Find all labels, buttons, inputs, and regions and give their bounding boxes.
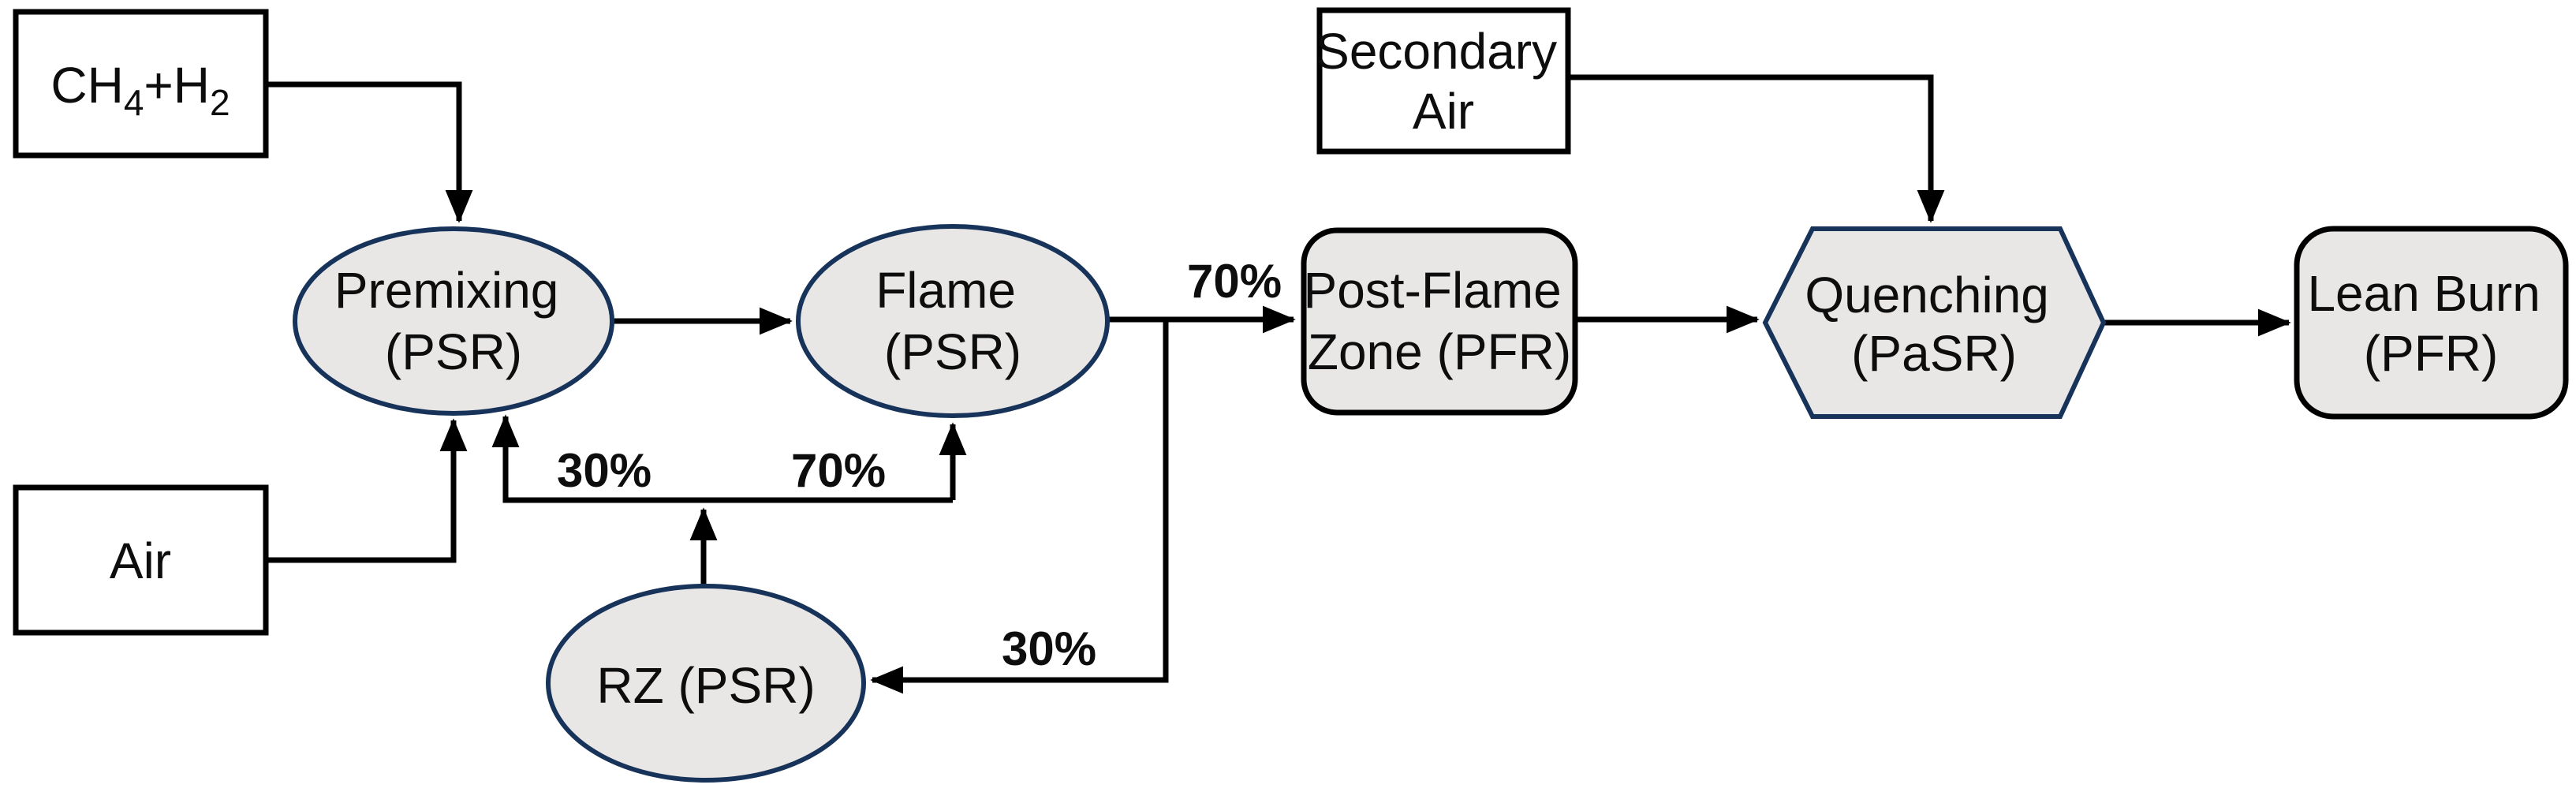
secondary-air-label: Secondary Air bbox=[1316, 23, 1571, 140]
edge-air-to-premixing bbox=[266, 418, 468, 563]
air-inlet-node: Air bbox=[13, 484, 269, 636]
premixing-ellipse bbox=[293, 226, 614, 416]
secondary-air-box bbox=[1316, 7, 1571, 155]
lean-burn-label: Lean Burn (PFR) bbox=[2307, 265, 2554, 382]
lean-burn-box bbox=[2294, 226, 2569, 420]
flame-psr-node: Flame (PSR) bbox=[796, 224, 1110, 418]
flame-ellipse bbox=[796, 224, 1110, 418]
quenching-pasr-node: Quenching (PaSR) bbox=[1762, 226, 2107, 419]
post-flame-label: Post-Flame Zone (PFR) bbox=[1304, 262, 1576, 380]
rz-psr-node: RZ (PSR) bbox=[546, 584, 866, 783]
label-recycle-70pct: 70% bbox=[791, 444, 886, 497]
rz-label: RZ (PSR) bbox=[596, 657, 815, 714]
edge-fuel-to-premixing bbox=[266, 81, 473, 223]
quenching-hexagon bbox=[1762, 226, 2107, 419]
premixing-psr-node: Premixing (PSR) bbox=[293, 226, 614, 416]
air-inlet-label: Air bbox=[110, 532, 171, 589]
post-flame-box bbox=[1301, 227, 1578, 416]
edge-secondary-air-to-quenching bbox=[1568, 74, 1945, 223]
lean-burn-pfr-node: Lean Burn (PFR) bbox=[2294, 226, 2569, 420]
air-inlet-box bbox=[13, 484, 269, 636]
label-split-70pct: 70% bbox=[1187, 255, 1282, 308]
premixing-label: Premixing (PSR) bbox=[334, 262, 573, 380]
edge-recycle-to-premixing bbox=[491, 414, 953, 503]
fuel-inlet-box bbox=[13, 9, 269, 159]
flame-label: Flame (PSR) bbox=[875, 262, 1030, 380]
fuel-inlet-label: CH4+H2 bbox=[50, 57, 230, 123]
rz-ellipse bbox=[546, 584, 866, 783]
label-split-30pct: 30% bbox=[1002, 622, 1096, 675]
post-flame-pfr-node: Post-Flame Zone (PFR) bbox=[1301, 227, 1578, 416]
secondary-air-node: Secondary Air bbox=[1316, 7, 1571, 155]
label-recycle-30pct: 30% bbox=[557, 444, 651, 497]
edge-flame-to-rz bbox=[870, 319, 1169, 694]
quenching-label: Quenching (PaSR) bbox=[1805, 267, 2063, 382]
fuel-inlet-node: CH4+H2 bbox=[13, 9, 269, 159]
